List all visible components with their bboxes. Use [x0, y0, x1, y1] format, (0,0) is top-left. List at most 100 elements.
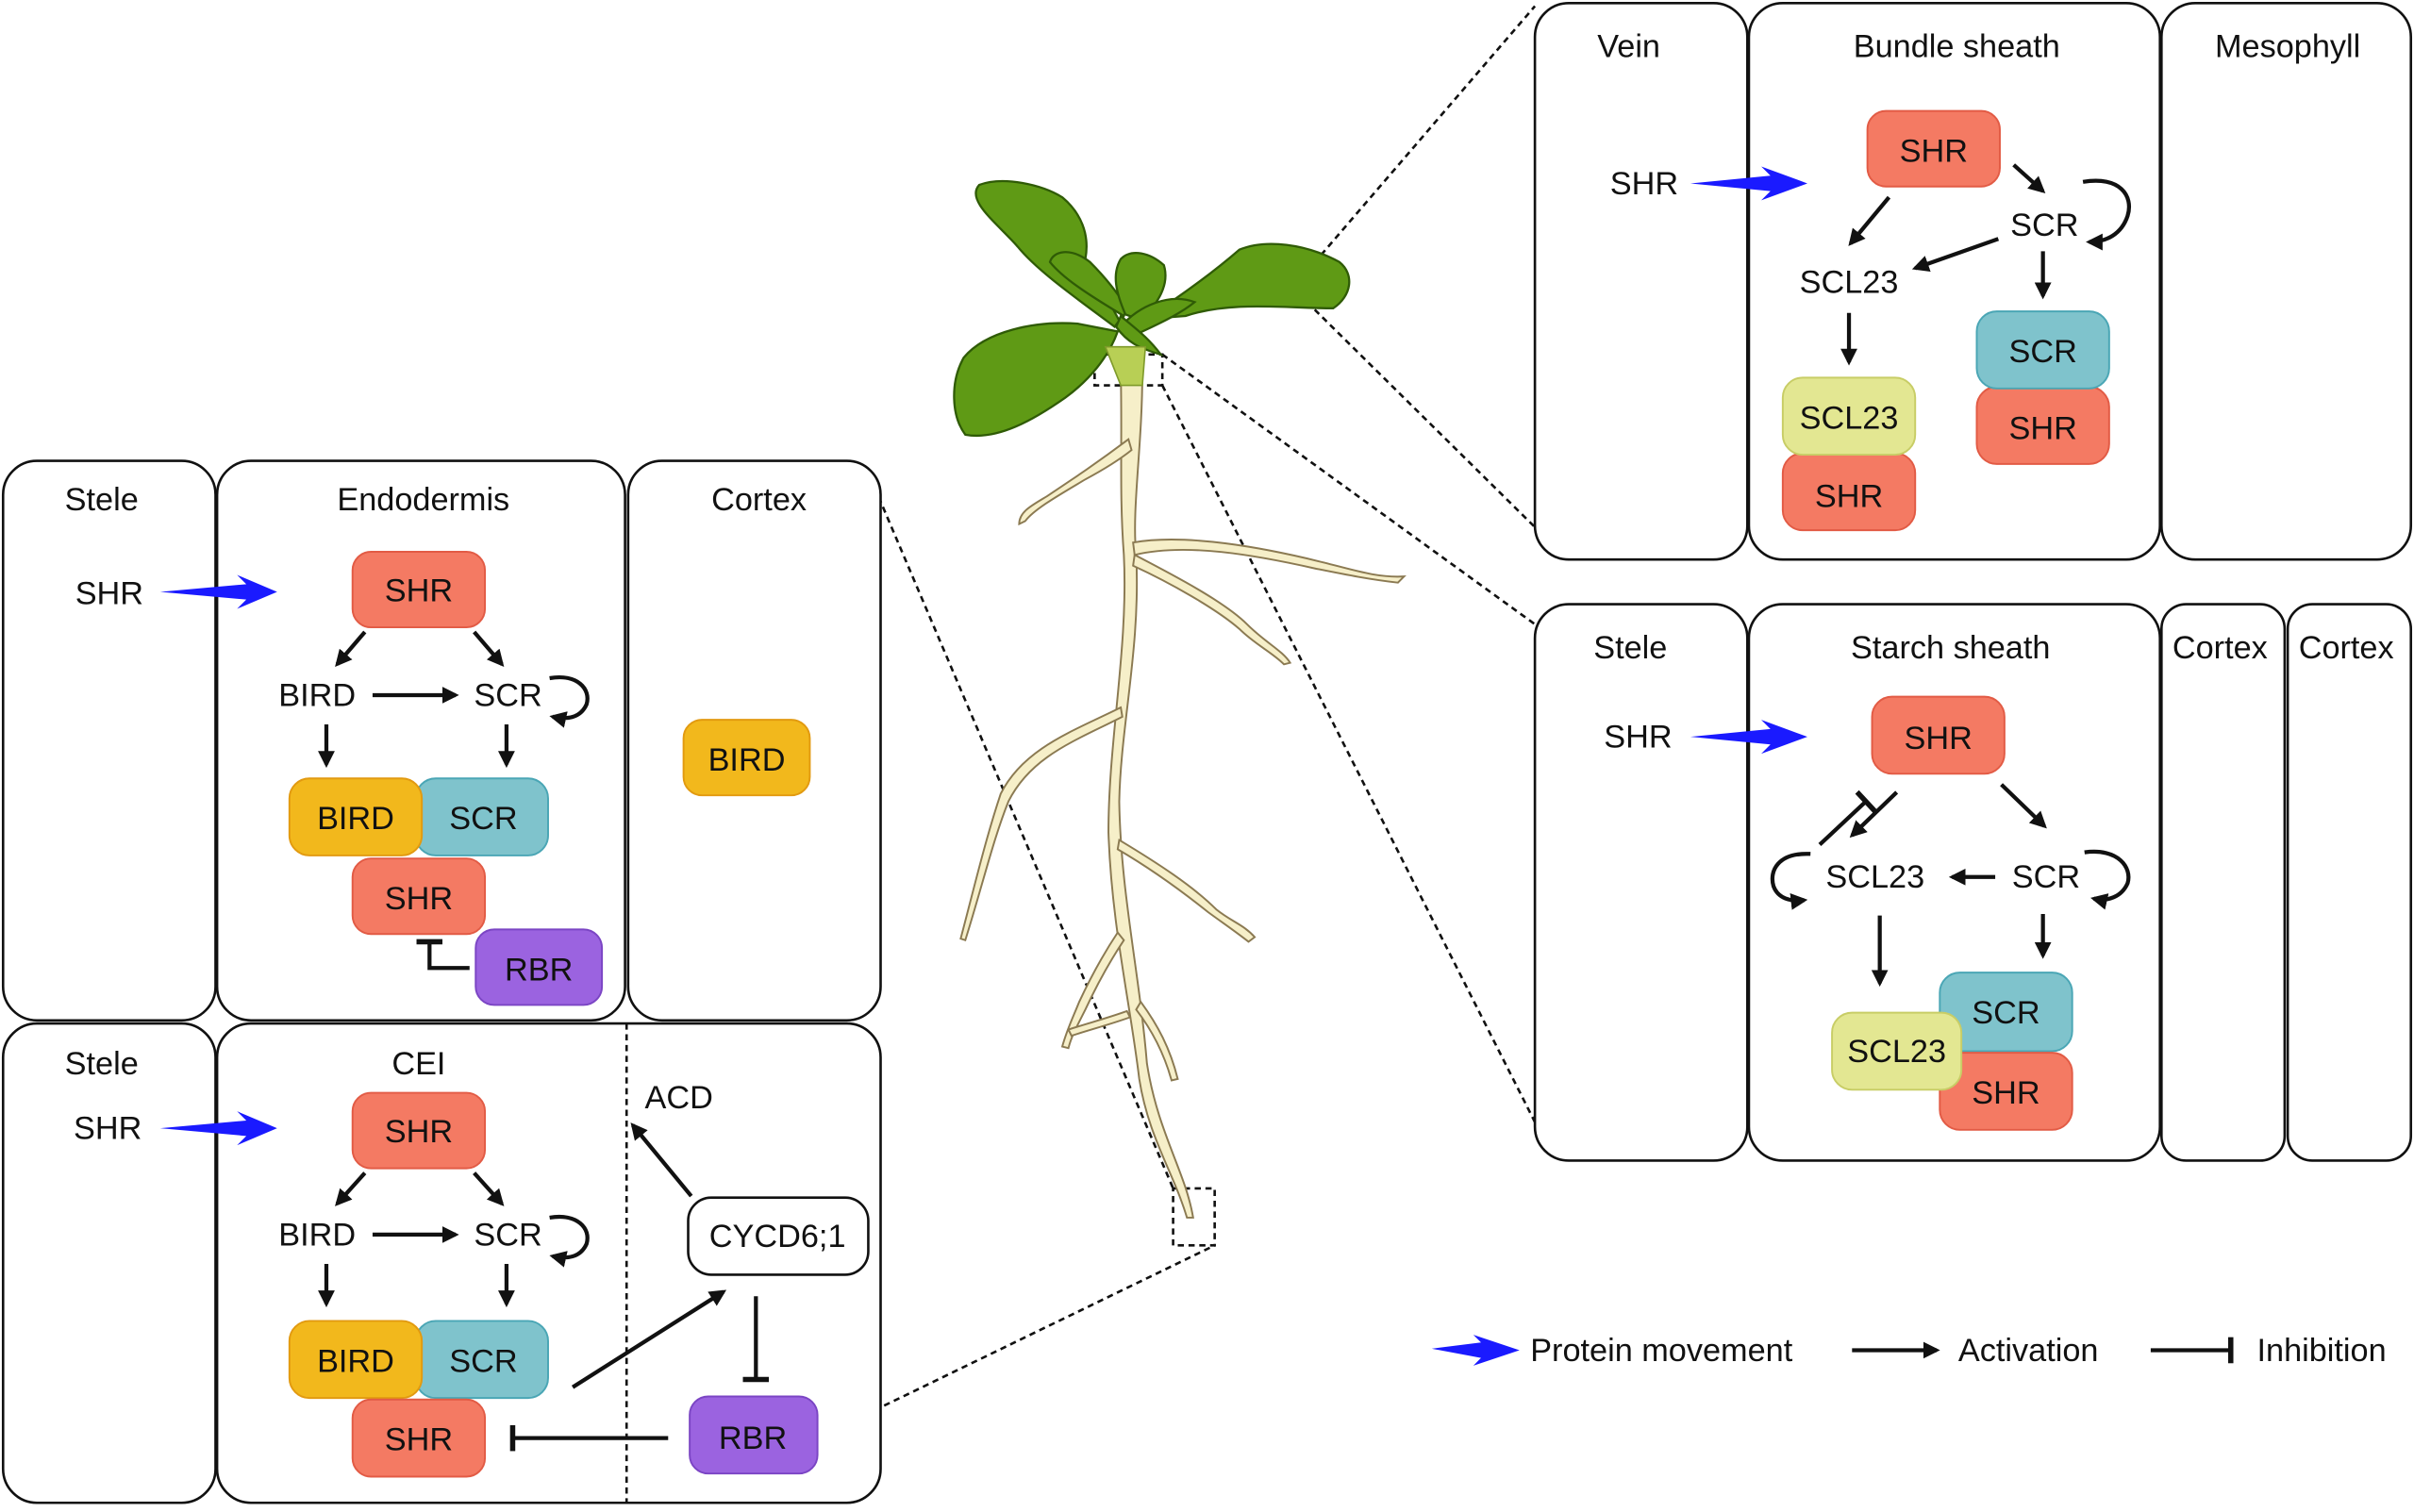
activation-edge	[1849, 790, 1899, 839]
header-endodermis: Endodermis	[337, 482, 509, 518]
root-panel-upper: Stele Endodermis Cortex SHR SHR BIRD SCR…	[1, 459, 882, 1022]
self-activation-loop	[2082, 178, 2131, 251]
scr-box-label: SCR	[2008, 334, 2076, 370]
shr-box-top	[1871, 695, 2006, 775]
activation-edge	[1911, 237, 2000, 273]
moving-shr-label: SHR	[1604, 720, 1672, 756]
bird-box-label: BIRD	[317, 1343, 394, 1379]
self-activation-loop	[2084, 849, 2131, 910]
moving-shr-label: SHR	[1610, 166, 1678, 202]
bird-label: BIRD	[278, 1217, 356, 1253]
bird-box	[288, 1320, 424, 1400]
activation-edge	[571, 1289, 727, 1389]
scl23-box-label: SCL23	[1847, 1034, 1946, 1070]
cell-stele	[1, 1022, 217, 1504]
bird-box-label: BIRD	[317, 801, 394, 837]
root-system	[959, 372, 1407, 1219]
scr-box-label: SCR	[1972, 995, 2039, 1031]
scr-label: SCR	[474, 677, 541, 713]
scr-label: SCR	[2010, 208, 2078, 243]
header-bundle-sheath: Bundle sheath	[1854, 28, 2060, 64]
shr-box-top	[351, 1091, 487, 1170]
scr-box-label: SCR	[449, 1343, 517, 1379]
shr-top-label: SHR	[385, 1114, 453, 1150]
legend-activation-label: Activation	[1958, 1333, 2099, 1369]
shr-complex-label: SHR	[385, 881, 453, 917]
bird-box	[288, 777, 424, 856]
acd-label: ACD	[645, 1080, 713, 1116]
protein-movement-arrow	[159, 574, 277, 609]
shr-top-label: SHR	[385, 573, 453, 608]
header-stele: Stele	[65, 1046, 139, 1082]
header-cei: CEI	[391, 1046, 445, 1082]
bird-box-cortex	[682, 719, 811, 797]
inhibition-edge	[416, 939, 470, 971]
header-vein: Vein	[1597, 28, 1660, 64]
rbr-box	[474, 928, 604, 1006]
self-activation-loop	[549, 1214, 590, 1268]
scl23-box	[1831, 1011, 1963, 1091]
shr-box-bottom	[1939, 1052, 2073, 1131]
cycd6-label: CYCD6;1	[709, 1219, 846, 1254]
cell-stele	[1, 459, 217, 1022]
moving-shr-label: SHR	[75, 576, 143, 612]
scl23-box	[1781, 376, 1917, 457]
protein-movement-arrow	[1690, 720, 1807, 755]
header-cortex-2: Cortex	[2299, 630, 2394, 666]
scl23-box-label: SCL23	[1800, 400, 1899, 436]
activation-edge	[335, 1171, 367, 1206]
shr-top-label: SHR	[1905, 721, 1973, 756]
inhibition-edge	[1818, 789, 1877, 847]
leaf-panel: Vein Bundle sheath Mesophyll SHR SHR SCR…	[1533, 1, 2413, 561]
scl23-label: SCL23	[1800, 264, 1899, 300]
cell-cortex-1	[2160, 603, 2287, 1162]
moving-shr-label: SHR	[74, 1111, 142, 1147]
shr-box-complex	[351, 1398, 487, 1478]
shr-top-label: SHR	[1900, 134, 1968, 170]
stem-panel: Stele Starch sheath Cortex Cortex SHR SH…	[1533, 603, 2413, 1162]
shr-complex-label: SHR	[385, 1422, 453, 1458]
cell-endodermis	[215, 459, 626, 1022]
scr-label: SCR	[474, 1217, 541, 1253]
activation-edge	[473, 630, 505, 668]
legend-movement-arrow	[1431, 1335, 1520, 1366]
bird-cortex-label: BIRD	[708, 742, 786, 778]
rbr-label: RBR	[505, 952, 573, 988]
activation-edge	[335, 630, 367, 668]
header-cortex: Cortex	[711, 482, 807, 518]
header-starch-sheath: Starch sheath	[1851, 630, 2050, 666]
cell-mesophyll	[2160, 1, 2413, 561]
header-mesophyll: Mesophyll	[2215, 28, 2360, 64]
bird-label: BIRD	[278, 677, 356, 713]
self-activation-loop	[1770, 852, 1811, 910]
protein-movement-arrow	[1690, 166, 1807, 201]
protein-movement-arrow	[159, 1111, 277, 1146]
scl23-label: SCL23	[1825, 859, 1924, 895]
shr-box-top	[1866, 109, 2001, 188]
scr-box	[1975, 310, 2110, 390]
rbr-label: RBR	[719, 1421, 787, 1456]
root-panel-lower: Stele CEI SHR SHR BIRD SCR BIRD SCR SHR …	[1, 1022, 882, 1504]
plant-illustration	[953, 179, 1407, 1219]
cell-vein	[1533, 1, 1749, 561]
legend-inhibition-label: Inhibition	[2257, 1333, 2387, 1369]
header-stele: Stele	[1593, 630, 1667, 666]
activation-edge	[1848, 195, 1891, 246]
cell-stele	[1533, 603, 1749, 1162]
header-stele: Stele	[65, 482, 139, 518]
cell-cortex-2	[2286, 603, 2413, 1162]
zoom-lines	[873, 5, 1537, 1412]
rbr-box	[689, 1395, 819, 1475]
shr-bottom-label: SHR	[1972, 1075, 2039, 1111]
shr-box-complex	[351, 857, 487, 936]
legend: Protein movement Activation Inhibition	[1431, 1333, 2387, 1369]
scr-label: SCR	[2012, 859, 2080, 895]
activation-edge	[2012, 163, 2046, 194]
shr-left-label: SHR	[1815, 479, 1883, 515]
self-activation-loop	[549, 675, 590, 728]
activation-edge	[2000, 783, 2047, 829]
shr-right-label: SHR	[2008, 411, 2076, 447]
legend-movement-label: Protein movement	[1530, 1333, 1792, 1369]
